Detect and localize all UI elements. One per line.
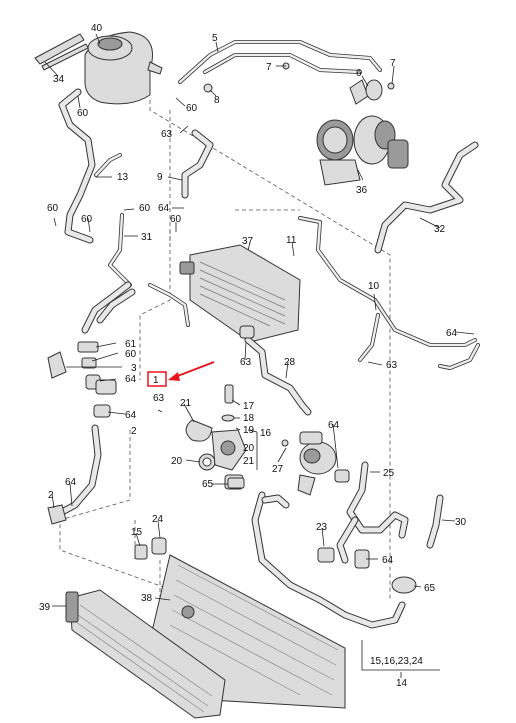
callout-60f: 60 xyxy=(81,214,93,225)
callout-8: 8 xyxy=(214,95,220,106)
callout-3: 3 xyxy=(131,363,137,374)
callout-64f: 64 xyxy=(65,477,77,488)
leader-lines xyxy=(44,33,475,678)
sensor-fittings-15-24 xyxy=(134,537,167,560)
callout-16: 16 xyxy=(260,428,272,439)
callout-64d: 64 xyxy=(125,410,137,421)
callout-65: 65 xyxy=(202,479,214,490)
auxiliary-coolant-pump xyxy=(281,431,350,496)
lower-radiator-hose xyxy=(251,491,406,629)
callout-37: 37 xyxy=(242,236,254,247)
metal-coolant-pipe-upper xyxy=(178,40,395,105)
callout-20b: 20 xyxy=(171,456,183,467)
callout-15-16-23-24: 15,16,23,24 xyxy=(370,656,423,667)
tank-mounting-bracket xyxy=(34,33,89,71)
callout-64: 64 xyxy=(158,203,170,214)
breather-hoses-left xyxy=(58,88,132,287)
intercooler-front xyxy=(65,589,226,719)
callout-31: 31 xyxy=(141,232,153,243)
callout-64c: 64 xyxy=(125,374,137,385)
callout-27: 27 xyxy=(272,464,284,475)
metal-coolant-pipe-10 xyxy=(298,216,480,370)
left-hose-assembly xyxy=(47,281,190,418)
hose-clips-lower xyxy=(227,477,417,594)
callout-60: 60 xyxy=(77,108,89,119)
callout-21b: 21 xyxy=(243,456,255,467)
callout-63: 63 xyxy=(161,129,173,140)
callout-15: 15 xyxy=(131,527,143,538)
callout-19: 19 xyxy=(243,425,255,436)
hose-9 xyxy=(181,129,214,199)
callout-64g: 64 xyxy=(382,555,394,566)
callout-65b: 65 xyxy=(424,583,436,594)
callout-17: 17 xyxy=(243,401,255,412)
turbocharger xyxy=(316,115,409,186)
callout-7b: 7 xyxy=(390,58,396,69)
callout-5: 5 xyxy=(212,33,218,44)
callout-60d: 60 xyxy=(139,203,151,214)
callout-64b: 64 xyxy=(446,328,458,339)
callout-36: 36 xyxy=(356,185,368,196)
hose-2 xyxy=(47,424,102,525)
callout-7: 7 xyxy=(266,62,272,73)
callout-23: 23 xyxy=(316,522,328,533)
callout-60e: 60 xyxy=(170,214,182,225)
charge-air-cooler xyxy=(179,244,301,343)
highlight-arrow-head xyxy=(168,372,180,381)
turbo-coolant-hose xyxy=(374,141,479,254)
callout-63b: 63 xyxy=(240,357,252,368)
callout-40: 40 xyxy=(91,23,103,34)
radiator-hose-25 xyxy=(336,461,409,564)
callout-24: 24 xyxy=(152,514,164,525)
callout-9: 9 xyxy=(157,172,163,183)
callout-25: 25 xyxy=(383,468,395,479)
callout-6: 6 xyxy=(356,68,362,79)
expansion-tank xyxy=(84,31,163,105)
callout-labels: 40 34 5 7 8 6 7 60 60 63 13 9 36 60 60 6… xyxy=(39,23,467,689)
callout-63c: 63 xyxy=(153,393,165,404)
callout-60b: 60 xyxy=(186,103,198,114)
callout-14: 14 xyxy=(396,678,408,689)
highlight-box xyxy=(147,371,167,387)
callout-10: 10 xyxy=(368,281,380,292)
callout-1: 1 xyxy=(153,375,159,386)
callout-61: 61 xyxy=(125,339,137,350)
callout-18: 18 xyxy=(243,413,255,424)
callout-32: 32 xyxy=(434,224,446,235)
callout-64e: 64 xyxy=(328,420,340,431)
callout-63d: 63 xyxy=(386,360,398,371)
hose-30 xyxy=(426,494,444,549)
callout-21: 21 xyxy=(180,398,192,409)
callout-39: 39 xyxy=(39,602,51,613)
highlight-arrow-line xyxy=(174,361,215,378)
callout-20: 20 xyxy=(243,443,255,454)
callout-2b: 2 xyxy=(48,490,54,501)
callout-34: 34 xyxy=(53,74,65,85)
callout-11: 11 xyxy=(286,235,297,246)
callout-28: 28 xyxy=(284,357,296,368)
callout-13: 13 xyxy=(117,172,129,183)
callout-60g: 60 xyxy=(125,349,137,360)
callout-60c: 60 xyxy=(47,203,59,214)
callout-2: 2 xyxy=(131,426,137,437)
hose-28 xyxy=(239,325,312,416)
callout-30: 30 xyxy=(455,517,467,528)
callout-38: 38 xyxy=(141,593,153,604)
coolant-pump-housing xyxy=(185,384,247,490)
part-1-highlight: 1 xyxy=(147,361,215,387)
